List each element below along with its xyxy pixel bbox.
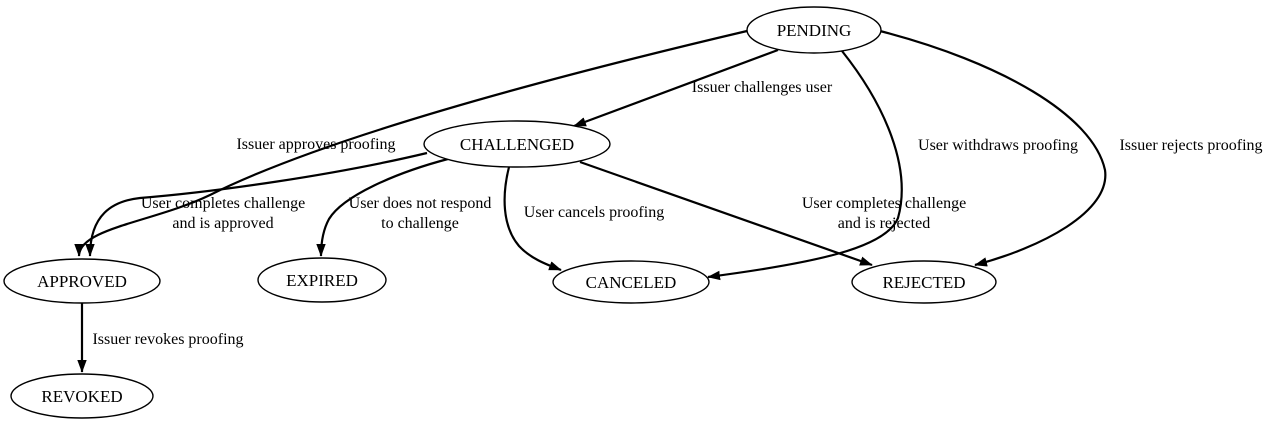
edge-label-pending-to-canceled: User withdraws proofing: [918, 137, 1078, 154]
edge-label-line: User completes challenge: [802, 195, 966, 212]
edge-arrow-pending-to-rejected: [879, 29, 1107, 267]
node-pending-label: PENDING: [777, 21, 852, 40]
edge-arrow-pending-to-canceled: [707, 50, 903, 281]
edge-label-line: and is rejected: [838, 215, 930, 232]
node-pending: PENDING: [746, 6, 882, 54]
node-challenged-label: CHALLENGED: [460, 135, 574, 154]
edge-label-line: Issuer challenges user: [692, 79, 833, 96]
node-challenged-ellipse: [423, 120, 611, 168]
node-pending-ellipse: [746, 6, 882, 54]
edge-label-challenged-to-approved: User completes challenge and is approved: [141, 195, 305, 232]
node-rejected-label: REJECTED: [882, 273, 965, 292]
node-expired-ellipse: [257, 257, 387, 303]
edge-label-line: User completes challenge: [141, 195, 305, 212]
node-approved-ellipse: [3, 258, 161, 304]
edge-label-line: and is approved: [172, 215, 273, 232]
node-canceled: CANCELED: [552, 260, 710, 304]
edge-label-line: User does not respond: [349, 195, 492, 212]
node-approved: APPROVED: [3, 258, 161, 304]
edge-arrow-challenged-to-expired: [316, 157, 449, 257]
edge-arrow-challenged-to-rejected: [579, 160, 873, 267]
edge-arrow-pending-to-approved: [74, 29, 748, 257]
edge-arrow-challenged-to-canceled: [503, 166, 562, 272]
node-revoked-ellipse: [10, 373, 154, 419]
edge-arrow-challenged-to-approved: [85, 151, 428, 257]
edge-label-pending-to-rejected: Issuer rejects proofing: [1119, 137, 1262, 154]
node-expired-label: EXPIRED: [286, 271, 358, 290]
edge-label-line: User withdraws proofing: [918, 137, 1078, 154]
edge-label-line: to challenge: [381, 215, 459, 232]
edge-label-line: Issuer rejects proofing: [1119, 137, 1262, 154]
edge-label-pending-to-approved: Issuer approves proofing: [236, 136, 395, 153]
node-expired: EXPIRED: [257, 257, 387, 303]
node-canceled-ellipse: [552, 260, 710, 304]
edge-label-challenged-to-rejected: User completes challenge and is rejected: [802, 195, 966, 232]
edge-label-approved-to-revoked: Issuer revokes proofing: [92, 331, 243, 348]
node-rejected-ellipse: [851, 260, 997, 304]
node-revoked: REVOKED: [10, 373, 154, 419]
node-rejected: REJECTED: [851, 260, 997, 304]
node-canceled-label: CANCELED: [586, 273, 677, 292]
edge-label-line: User cancels proofing: [524, 204, 664, 221]
edge-label-pending-to-challenged: Issuer challenges user: [692, 79, 833, 96]
edge-label-challenged-to-canceled: User cancels proofing: [524, 204, 664, 221]
edge-arrow-pending-to-challenged: [573, 48, 779, 128]
node-revoked-label: REVOKED: [41, 387, 122, 406]
edge-label-line: Issuer revokes proofing: [92, 331, 243, 348]
edge-label-line: Issuer approves proofing: [236, 136, 395, 153]
edge-label-challenged-to-expired: User does not respond to challenge: [349, 195, 492, 232]
node-challenged: CHALLENGED: [423, 120, 611, 168]
node-approved-label: APPROVED: [37, 272, 127, 291]
